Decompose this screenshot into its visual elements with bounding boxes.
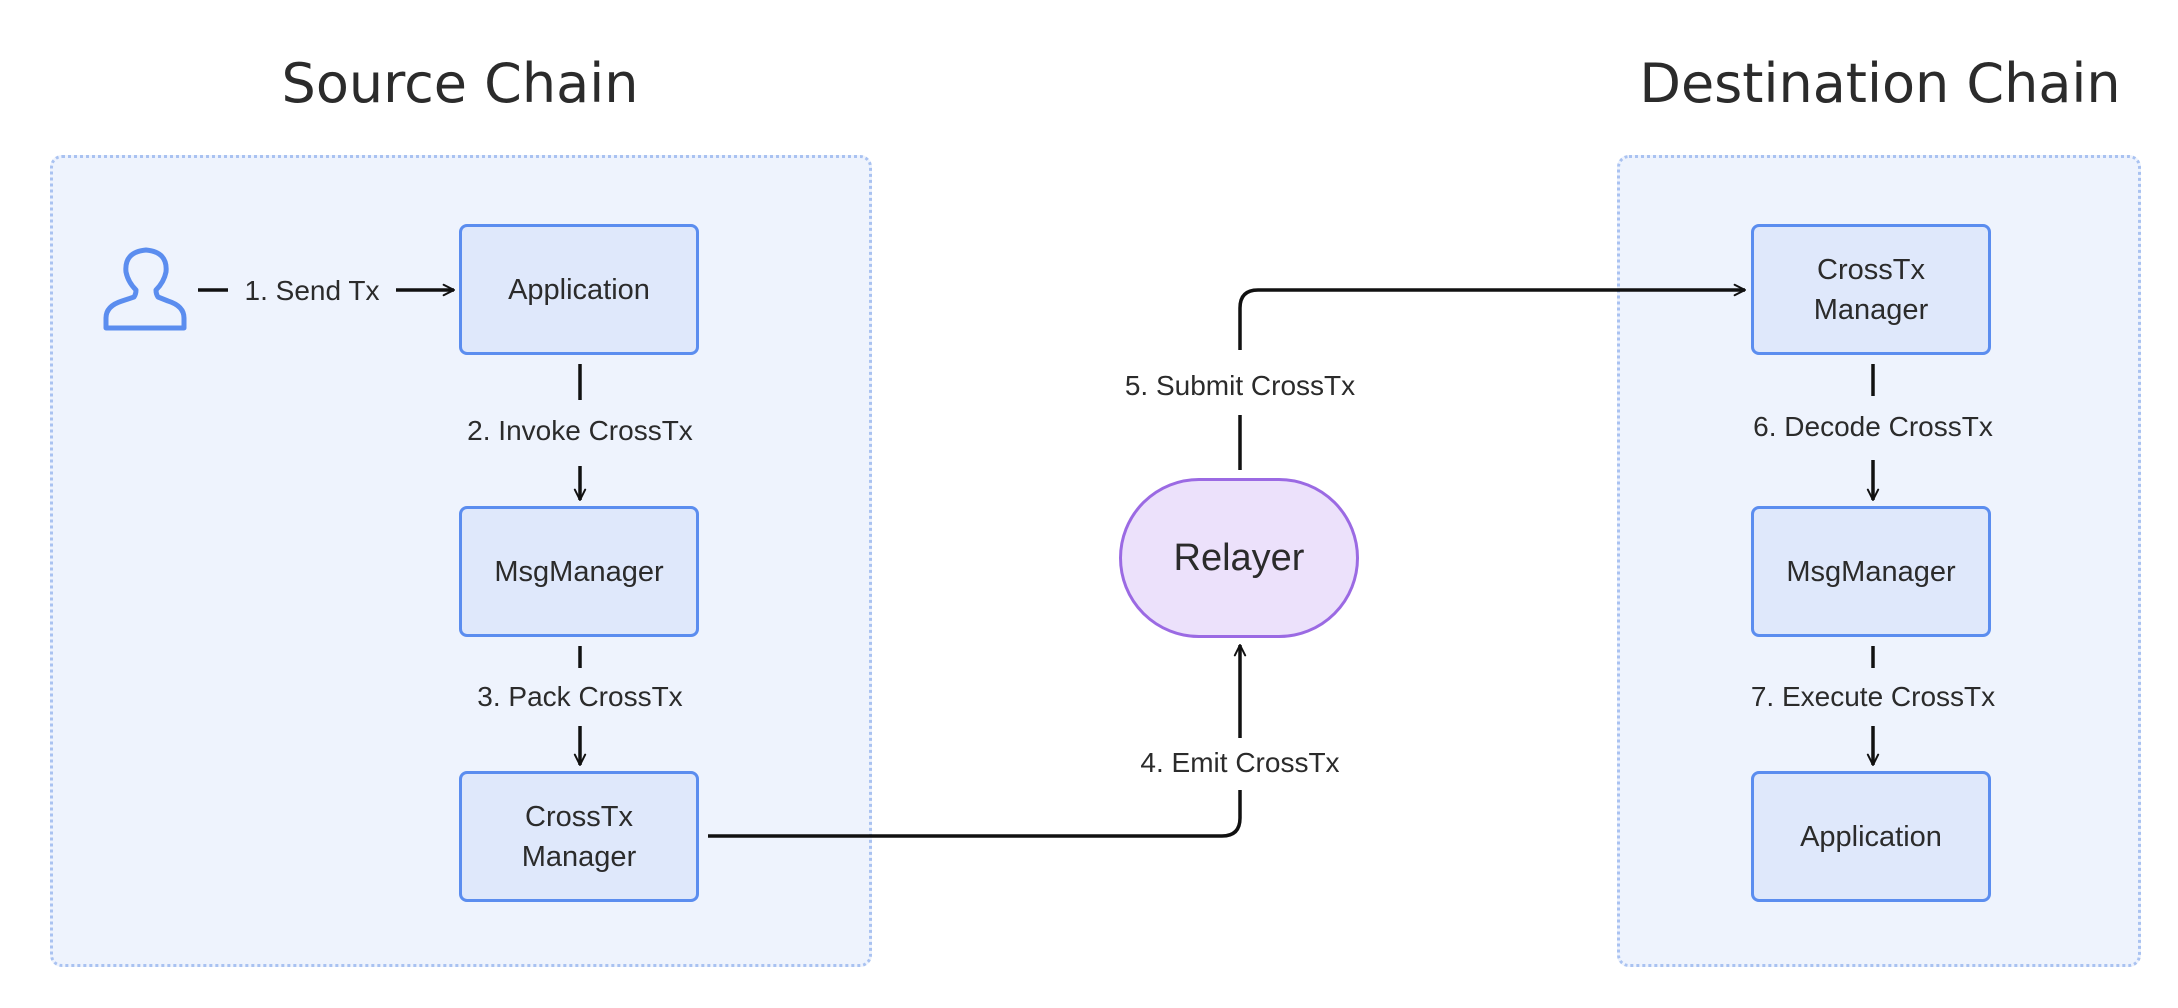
destination-chain-title: Destination Chain	[1639, 52, 2121, 115]
destination-crosstx-manager-node[interactable]: CrossTx Manager	[1751, 224, 1991, 355]
user-icon	[103, 247, 187, 331]
relayer-node[interactable]: Relayer	[1119, 478, 1359, 638]
edge-submit	[1238, 283, 1746, 350]
step-7-label: 7. Execute CrossTx	[1744, 681, 2002, 713]
step-5-label: 5. Submit CrossTx	[1118, 370, 1362, 402]
step-6-label: 6. Decode CrossTx	[1747, 411, 1999, 443]
destination-msgmanager-node[interactable]: MsgManager	[1751, 506, 1991, 637]
step-1-label: 1. Send Tx	[238, 275, 386, 307]
edge-emit	[708, 790, 1242, 838]
source-msgmanager-node[interactable]: MsgManager	[459, 506, 699, 637]
step-3-label: 3. Pack CrossTx	[471, 681, 689, 713]
source-crosstx-manager-node[interactable]: CrossTx Manager	[459, 771, 699, 902]
step-4-label: 4. Emit CrossTx	[1134, 747, 1346, 779]
destination-application-node[interactable]: Application	[1751, 771, 1991, 902]
source-chain-title: Source Chain	[281, 52, 639, 115]
source-application-node[interactable]: Application	[459, 224, 699, 355]
step-2-label: 2. Invoke CrossTx	[461, 415, 699, 447]
